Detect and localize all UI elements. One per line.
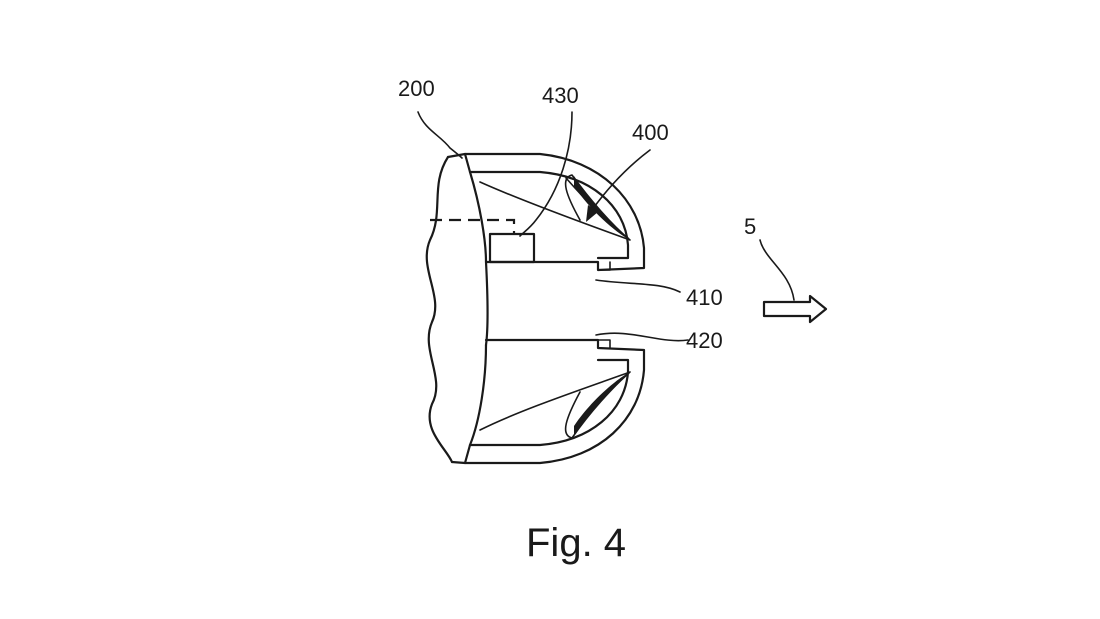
direction-arrow-5 (759, 239, 828, 324)
leader-200 (417, 111, 463, 159)
chamber-partition (468, 170, 489, 347)
chamber-partition-lower (468, 343, 488, 447)
label-430: 430 (542, 83, 579, 108)
plate-410 (597, 261, 611, 271)
dashed-connection (430, 218, 516, 234)
label-400: 400 (632, 120, 669, 145)
lower-blade (479, 371, 631, 439)
label-5: 5 (744, 214, 756, 239)
plate-420 (597, 339, 611, 349)
outer-top-contour (446, 152, 646, 272)
inner-top-wall (463, 152, 630, 260)
leader-410 (595, 279, 681, 293)
lower-element (479, 371, 631, 439)
label-200: 200 (398, 76, 435, 101)
break-line (425, 155, 454, 464)
arrowhead-400 (586, 205, 598, 222)
leader-5 (759, 239, 795, 301)
label-420: 420 (686, 328, 723, 353)
leader-430 (519, 111, 573, 237)
element-400 (479, 149, 651, 241)
component-430 (430, 218, 536, 264)
outer-bottom-contour (450, 338, 646, 465)
arrow-outline (762, 294, 828, 324)
upper-blade (479, 174, 631, 241)
inner-bottom-wall (463, 358, 630, 465)
housing-200 (425, 152, 646, 465)
leader-400 (591, 149, 651, 211)
label-410: 410 (686, 285, 723, 310)
figure-caption: Fig. 4 (526, 521, 626, 565)
sensor-box (488, 232, 536, 264)
leader-420 (595, 332, 689, 342)
